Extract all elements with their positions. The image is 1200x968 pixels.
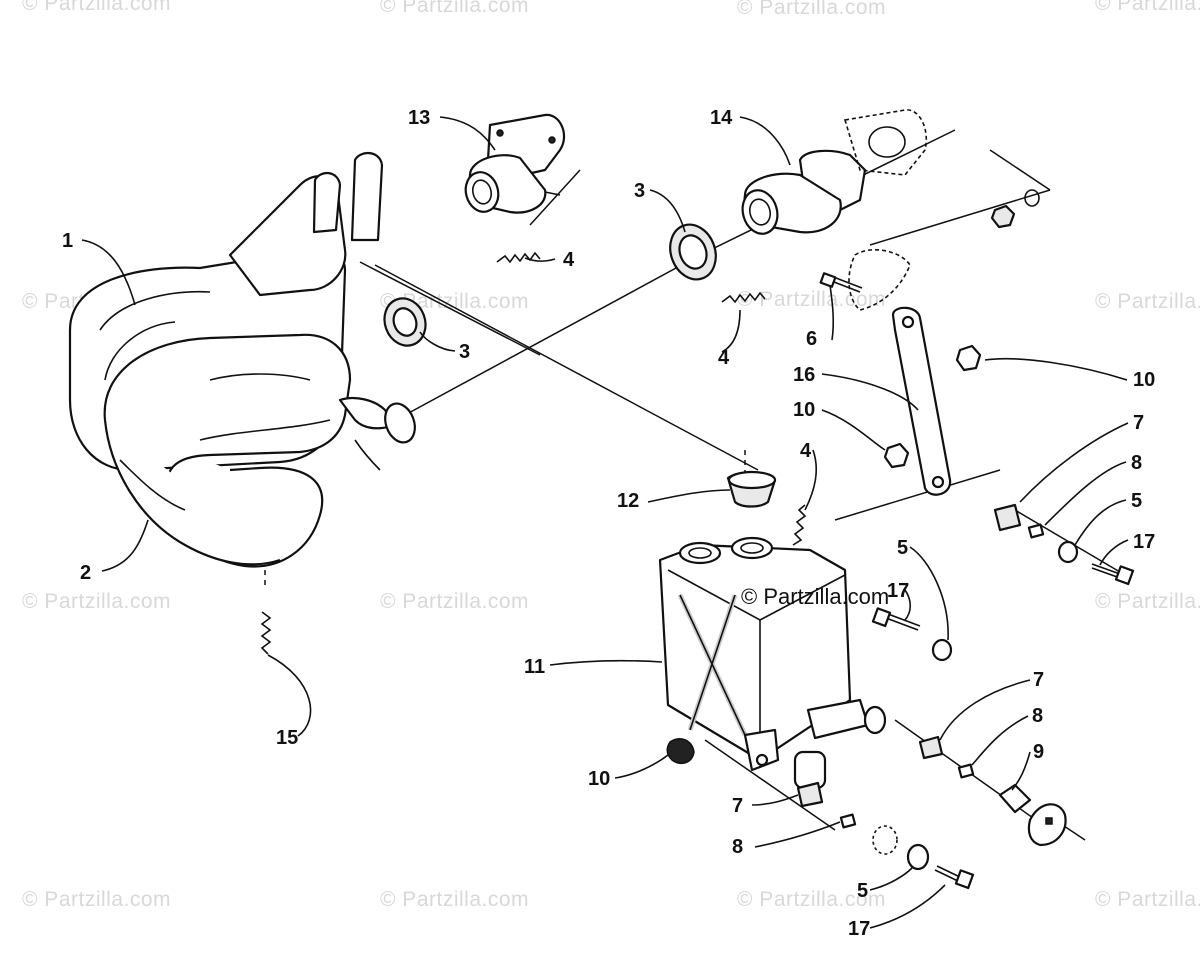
watermark: © Partzilla.com xyxy=(380,888,530,911)
callout-4: 4 xyxy=(800,440,812,462)
muffler-assembly xyxy=(68,152,416,568)
seal-ring-3 xyxy=(383,223,717,347)
callout-4: 4 xyxy=(563,249,575,271)
callout-16: 16 xyxy=(793,364,816,386)
washer-5 xyxy=(872,540,1079,871)
callout-14: 14 xyxy=(710,107,733,129)
watermark: © Partzilla.com xyxy=(22,0,172,15)
watermark: © Partzilla.com xyxy=(1095,888,1200,911)
watermark: © Partzilla.com xyxy=(22,888,172,911)
exhaust-flange-14 xyxy=(741,109,927,235)
spacer-8 xyxy=(839,523,1045,829)
watermark: © Partzilla.com xyxy=(1095,590,1200,613)
brand-watermark-center: © Partzilla.com xyxy=(741,584,890,609)
cap-12 xyxy=(726,470,777,508)
watermark: © Partzilla.com xyxy=(737,888,887,911)
callout-17: 17 xyxy=(848,918,871,940)
watermark: © Partzilla.com xyxy=(380,590,530,613)
clip-9 xyxy=(998,783,1067,847)
callout-3: 3 xyxy=(634,180,646,202)
callout-17: 17 xyxy=(887,580,910,602)
callout-10: 10 xyxy=(1133,369,1156,391)
callout-5: 5 xyxy=(897,537,909,559)
callout-17: 17 xyxy=(1133,531,1156,553)
callout-10: 10 xyxy=(588,768,611,790)
callout-13: 13 xyxy=(408,107,431,129)
watermark: © Partzilla.com xyxy=(380,0,530,17)
callout-7: 7 xyxy=(1133,412,1145,434)
bushing-7 xyxy=(796,503,1022,808)
watermark: © Partzilla.com xyxy=(1095,0,1200,15)
spring-4 xyxy=(260,251,807,655)
callout-4: 4 xyxy=(718,347,730,369)
bolt-17 xyxy=(871,563,1135,890)
callout-9: 9 xyxy=(1033,741,1045,763)
callout-10: 10 xyxy=(793,399,816,421)
callout-12: 12 xyxy=(617,490,640,512)
bolt-6 xyxy=(819,249,911,311)
callout-7: 7 xyxy=(732,795,744,817)
callout-15: 15 xyxy=(276,727,299,749)
callout-5: 5 xyxy=(857,880,869,902)
callout-3: 3 xyxy=(459,341,471,363)
tank-11 xyxy=(658,536,887,790)
leader-lines xyxy=(81,116,1129,929)
callout-2: 2 xyxy=(80,562,92,584)
assembly-guide-lines xyxy=(264,129,1126,841)
callout-5: 5 xyxy=(1131,490,1143,512)
watermark: © Partzilla.com xyxy=(737,288,887,311)
bracket-arm-16 xyxy=(891,306,952,496)
exhaust-flange-13 xyxy=(464,113,566,214)
watermark: © Partzilla.com xyxy=(1095,290,1200,313)
callout-6: 6 xyxy=(806,328,818,350)
callout-8: 8 xyxy=(1131,452,1143,474)
nut-10 xyxy=(666,189,1040,765)
callout-7: 7 xyxy=(1033,669,1045,691)
callout-8: 8 xyxy=(732,836,744,858)
callout-11: 11 xyxy=(524,656,546,678)
watermark: © Partzilla.com xyxy=(22,590,172,613)
watermark: © Partzilla.com xyxy=(737,0,887,19)
callout-8: 8 xyxy=(1032,705,1044,727)
callout-1: 1 xyxy=(62,230,74,252)
